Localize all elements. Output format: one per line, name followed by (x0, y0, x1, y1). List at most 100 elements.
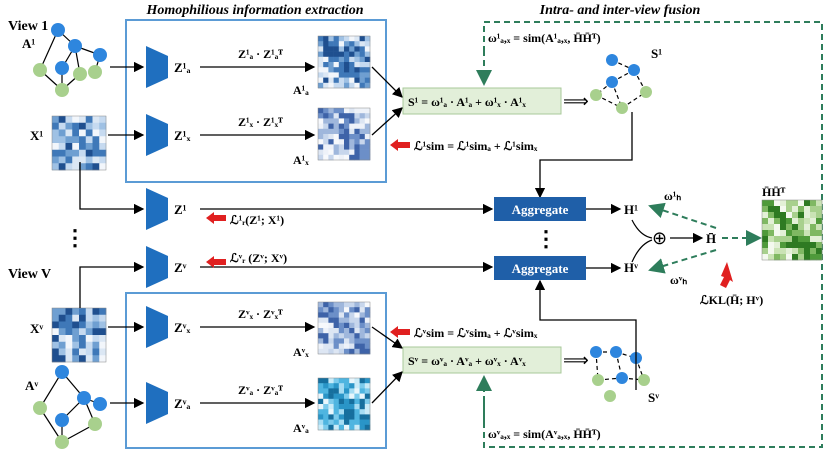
matrix-border (51, 307, 107, 363)
matrix-cell (349, 128, 355, 135)
matrix-cell (364, 154, 371, 161)
matrix-cell (338, 419, 345, 426)
matrix-cell (786, 200, 793, 207)
matrix-cell (762, 230, 769, 237)
matrix-cell (79, 156, 87, 164)
matrix-cell (99, 341, 107, 349)
matrix-cell (323, 419, 329, 426)
matrix-cell (318, 144, 324, 150)
matrix-cell (99, 321, 107, 329)
matrix-cell (780, 200, 787, 207)
matrix-cell (318, 333, 324, 339)
matrix-cell (354, 328, 360, 334)
matrix-border (761, 199, 823, 261)
loss-arrows (206, 139, 733, 338)
matrix-cell (338, 398, 345, 405)
matrix-cell (323, 154, 329, 161)
matrix-cell (72, 321, 80, 329)
matrix-cell (333, 383, 340, 389)
matrix-cell (328, 343, 334, 350)
matrix-cell (318, 328, 324, 334)
matrix-cell (318, 312, 324, 318)
output-H1: H¹ (624, 202, 638, 217)
matrix-cell (85, 129, 93, 137)
matrix-cell (349, 36, 355, 42)
matrix-cell (99, 335, 107, 343)
encoder-V (146, 246, 168, 288)
matrix-cell (349, 348, 355, 355)
matrix-cell (364, 414, 371, 420)
similarity-matrix-AaV (317, 377, 371, 431)
encoder-1 (146, 188, 168, 230)
matrix-cell (79, 149, 87, 157)
matrix-cell (364, 322, 371, 329)
loss-sim-V: ℒᵛsim = ℒᵛsimₐ + ℒᵛsimₓ (414, 326, 538, 340)
output-HV: Hᵛ (624, 260, 638, 275)
encoder-xV (146, 306, 168, 348)
matrix-cell (72, 156, 80, 164)
matrix-cell (774, 218, 781, 225)
matrix-cell (349, 409, 355, 415)
matrix-cell (354, 139, 360, 145)
matrix-cell (354, 72, 360, 78)
matrix-cell (344, 77, 350, 84)
matrix-cell (52, 122, 60, 130)
matrix-border (317, 377, 371, 431)
matrix-cell (58, 314, 66, 322)
oplus-symbol: ⊕ (652, 228, 667, 248)
matrix-cell (328, 414, 334, 420)
matrix-cell (338, 118, 345, 124)
matrix-cell (338, 404, 345, 410)
matrix-cell (333, 333, 340, 339)
matrix-cell (323, 82, 329, 89)
matrix-cell (318, 419, 324, 426)
matrix-cell (344, 144, 350, 150)
matrix-cell (364, 36, 371, 42)
matrix-cell (344, 108, 350, 114)
matrix-cell (816, 254, 823, 261)
ellipsis-left: ⋮ (64, 225, 86, 250)
matrix-cell (364, 312, 371, 318)
fused-graph-S1 (590, 54, 652, 114)
matrix-cell (318, 36, 324, 42)
matrix-cell (344, 383, 350, 389)
matrix-cell (354, 154, 360, 161)
matrix-cell (328, 134, 334, 140)
matrix-cell (65, 308, 73, 316)
matrix-cell (338, 134, 345, 140)
output-Hbar: H̄ (706, 231, 716, 246)
matrix-cell (344, 123, 350, 130)
matrix-cell (323, 77, 329, 84)
matrix-cell (338, 343, 345, 350)
matrix-cell (58, 321, 66, 329)
matrix-cell (338, 333, 345, 339)
matrix-cell (780, 248, 787, 255)
matrix-cell (774, 212, 781, 219)
matrix-cell (349, 343, 355, 350)
matrix-cell (328, 328, 334, 334)
matrix-cell (333, 128, 340, 135)
matrix-cell (810, 218, 817, 225)
matrix-cell (349, 108, 355, 114)
embedding-Z1: Z¹ (174, 202, 187, 217)
matrix-cell (359, 343, 366, 350)
matrix-cell (798, 230, 805, 237)
matrix-cell (333, 72, 340, 78)
encoder-x1 (146, 114, 168, 156)
matrix-cell (816, 236, 823, 243)
merge-curve-V (631, 239, 653, 263)
matrix-cell (338, 108, 345, 114)
matrix-cell (318, 409, 324, 415)
matrix-cell (810, 254, 817, 261)
matrix-cell (58, 149, 66, 157)
matrix-cell (338, 139, 345, 145)
matrix-cell (79, 348, 87, 356)
matrix-cell (364, 302, 371, 308)
matrix-cell (344, 154, 350, 161)
matrix-cell (333, 338, 340, 344)
matrix-cell (804, 254, 811, 261)
matrix-cell (344, 82, 350, 89)
loss-rec-1: ℒ¹ᵣ(Z¹; X¹) (230, 213, 284, 227)
matrix-cell (354, 144, 360, 150)
matrix-cell (792, 200, 799, 207)
